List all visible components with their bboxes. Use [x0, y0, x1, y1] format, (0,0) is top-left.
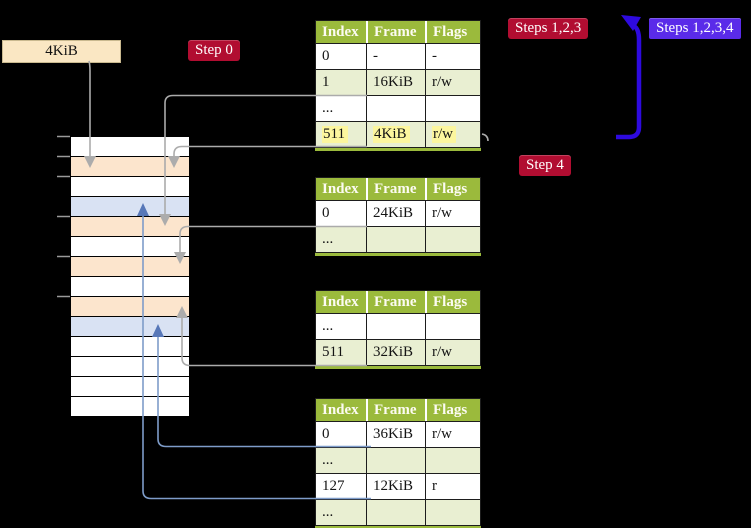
- table-row: 0--: [315, 44, 481, 70]
- table-cell: [426, 500, 480, 525]
- step0-badge: Step 0: [188, 40, 240, 61]
- table-cell: [367, 96, 426, 121]
- recursive-loop-arrow: [616, 24, 642, 140]
- memory-column: [70, 136, 190, 417]
- table-cell: -: [367, 44, 426, 69]
- table-row: ...: [315, 314, 481, 340]
- table-cell: -: [432, 48, 437, 64]
- memory-ticks: [57, 135, 70, 298]
- table-cell: 24KiB: [367, 201, 426, 226]
- column-header: Flags: [433, 24, 468, 40]
- memory-row-2-white: [70, 177, 190, 197]
- highlighted-value: 511: [322, 126, 348, 143]
- column-header: Index: [316, 399, 368, 421]
- steps-123-badge: Steps 1,2,3: [508, 18, 589, 39]
- table-cell: 12KiB: [367, 474, 426, 499]
- stub-recursive: [481, 133, 489, 142]
- table-cell: [426, 448, 480, 473]
- table-cell: [426, 314, 480, 339]
- memory-row-1-peach: [70, 157, 190, 177]
- table-row: ...: [315, 500, 481, 526]
- memory-row-4-peach: [70, 217, 190, 237]
- memory-row-11-white: [70, 357, 190, 377]
- column-header: Frame: [368, 291, 427, 313]
- table-row: 511 4KiB r/w: [315, 122, 481, 148]
- table-cell: ...: [316, 500, 367, 525]
- step4-badge: Step 4: [519, 155, 571, 176]
- memory-row-7-white: [70, 277, 190, 297]
- highlighted-value: r/w: [432, 126, 456, 143]
- table-cell: 127: [316, 474, 367, 499]
- column-header: Frame: [368, 21, 427, 43]
- table-cell: [367, 448, 426, 473]
- table-cell: 0: [316, 44, 367, 69]
- table-row: ...: [315, 227, 481, 253]
- table-cell: ...: [316, 227, 367, 252]
- memory-row-5-white: [70, 237, 190, 257]
- table-cell: ...: [316, 96, 367, 121]
- table-cell: [426, 96, 480, 121]
- column-header: Frame: [368, 399, 427, 421]
- steps-1234-badge: Steps 1,2,3,4: [649, 18, 741, 39]
- memory-row-0-white: [70, 137, 190, 157]
- column-header: Index: [316, 291, 368, 313]
- memory-row-3-blue: [70, 197, 190, 217]
- memory-row-9-blue: [70, 317, 190, 337]
- memory-row-6-peach: [70, 257, 190, 277]
- highlighted-value: 4KiB: [373, 126, 410, 143]
- table-row: ...: [315, 448, 481, 474]
- table-cell: [426, 227, 480, 252]
- table-cell: 16KiB: [367, 70, 426, 95]
- table-cell: 32KiB: [367, 340, 426, 365]
- table-cell: [367, 227, 426, 252]
- table-cell: ...: [316, 314, 367, 339]
- recursive-loop-arrowhead: [621, 15, 641, 31]
- column-header: Flags: [433, 402, 468, 418]
- table-cell: [367, 314, 426, 339]
- table-cell: r/w: [432, 344, 452, 360]
- table-cell: r/w: [432, 74, 452, 90]
- column-header: Index: [316, 178, 368, 200]
- table-cell: 4KiB: [367, 122, 426, 147]
- table-cell: r/w: [426, 122, 480, 147]
- table-cell: 36KiB: [367, 422, 426, 447]
- table-cell: ...: [316, 448, 367, 473]
- column-header: Flags: [433, 294, 468, 310]
- table-cell: r: [432, 478, 437, 494]
- table-cell: r/w: [432, 426, 452, 442]
- table-cell: 511: [316, 340, 367, 365]
- memory-row-13-white: [70, 397, 190, 417]
- column-header: Flags: [433, 181, 468, 197]
- table-row: ...: [315, 96, 481, 122]
- table-cell: 0: [316, 201, 367, 226]
- table-cell: [367, 500, 426, 525]
- table-cell: r/w: [432, 205, 452, 221]
- column-header: Frame: [368, 178, 427, 200]
- memory-row-10-white: [70, 337, 190, 357]
- frame-size-label: 4KiB: [2, 40, 121, 63]
- table-cell: 511: [316, 122, 367, 147]
- table-cell: 0: [316, 422, 367, 447]
- column-header: Index: [316, 21, 368, 43]
- memory-row-8-peach: [70, 297, 190, 317]
- memory-row-12-white: [70, 377, 190, 397]
- table-cell: 1: [316, 70, 367, 95]
